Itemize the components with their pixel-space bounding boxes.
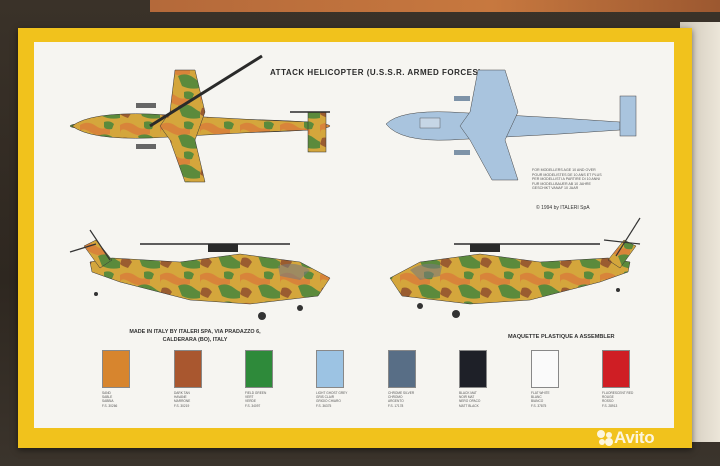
- swatch-label: CHROME SILVER CHROMO ARGENTO F.S. 17178: [388, 391, 415, 408]
- maquette-notice: MAQUETTE PLASTIQUE A ASSEMBLER: [508, 334, 615, 340]
- swatch-label: DARK TAN HAVANE MARRONE F.S. 30219: [174, 391, 191, 408]
- bottom-view-blue-helicopter: [385, 69, 637, 181]
- manufacturer-address: MADE IN ITALY BY ITALERI SPA, VIA PRADAZ…: [129, 329, 261, 343]
- paint-swatch: [602, 350, 630, 388]
- age-notice: FOR MODELLERS AGE 10 AND OVER POUR MODEL…: [532, 168, 602, 191]
- paint-swatch: [316, 350, 344, 388]
- page-title: ATTACK HELICOPTER (U.S.S.R. ARMED FORCES…: [270, 68, 482, 77]
- avito-watermark: Avito: [614, 428, 655, 447]
- swatch-label: LIGHT GHOST GREY GRIS CLAIR GRIGIO CHIAR…: [316, 391, 348, 408]
- paint-swatch: [531, 350, 559, 388]
- swatch-label: BLACK MAT NOIR MAT NERO OPACO MATT BLACK: [459, 391, 481, 408]
- paint-swatch: [245, 350, 273, 388]
- swatch-label: FIELD GREEN VERT VERDE F.S. 34097: [245, 391, 267, 408]
- wooden-shelf: [150, 0, 720, 12]
- top-view-camo-helicopter: [69, 54, 331, 183]
- paint-swatch: [174, 350, 202, 388]
- copyright-text: © 1994 by ITALERI SpA: [536, 205, 590, 211]
- paint-swatch: [102, 350, 130, 388]
- paint-swatch: [388, 350, 416, 388]
- side-view-right-helicopter: [389, 217, 641, 318]
- side-view-left-helicopter: [69, 229, 331, 320]
- avito-logo-icon: [597, 430, 613, 446]
- paint-swatch: [459, 350, 487, 388]
- swatch-label: FLUORESCENT RED ROUGE ROSSO F.S. 28913: [602, 391, 634, 408]
- swatch-label: FLAT WHITE BLANC BIANCO F.S. 37875: [531, 391, 550, 408]
- swatch-label: SAND SABLE SABBIA F.S. 30266: [102, 391, 118, 408]
